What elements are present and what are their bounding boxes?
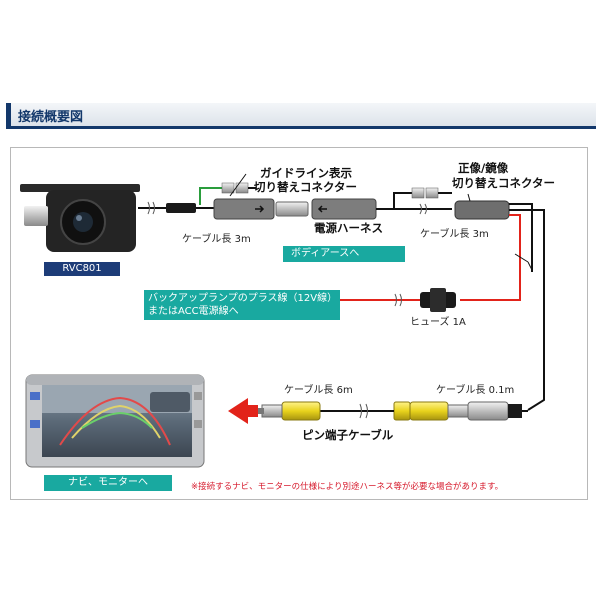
cable-length-6m-label: ケーブル長 6m xyxy=(284,385,353,396)
guide-line-red xyxy=(59,396,171,446)
cable-sleeve xyxy=(166,203,196,213)
backup-lamp-label: バックアップランプのプラス線（12V線） またはACC電源線へ xyxy=(144,290,340,320)
camera-unit xyxy=(20,184,140,252)
video-wire xyxy=(509,209,545,411)
camera-lens xyxy=(73,212,93,232)
camera-side-connector xyxy=(213,198,309,220)
backup-lamp-text-2: またはACC電源線へ xyxy=(148,306,239,317)
ground-wire xyxy=(509,203,533,270)
rca-plug-right xyxy=(409,401,449,421)
rca-plug-right-tip xyxy=(447,404,469,418)
screen-parked-car xyxy=(150,392,190,412)
mirror-connector-a xyxy=(411,187,425,199)
guide-line-yellow xyxy=(71,404,161,439)
mirror-switch-wire xyxy=(393,192,412,209)
mirror-connector-label-1: 正像/鏡像 xyxy=(458,161,509,175)
monitor-button-4 xyxy=(194,420,202,428)
pin-cable-label: ピン端子ケーブル xyxy=(302,428,394,442)
navi-monitor-text: ナビ、モニターへ xyxy=(68,477,148,488)
camera-mount-screw xyxy=(24,206,48,226)
navi-monitor-label: ナビ、モニターへ xyxy=(44,475,172,491)
power-harness-connector xyxy=(311,198,394,220)
connector-arrow-icon-2 xyxy=(317,205,327,213)
ground-leader xyxy=(514,253,529,263)
rca-cable-assembly xyxy=(256,401,528,421)
backup-lamp-text-1: バックアップランプのプラス線（12V線） xyxy=(148,293,338,304)
rca-plug-right-neck xyxy=(393,401,411,421)
header-accent-bar xyxy=(6,103,11,126)
direction-arrow-icon xyxy=(228,398,258,424)
leader-guide xyxy=(229,173,247,197)
leader-ground xyxy=(527,261,533,271)
camera-model-badge: RVC801 xyxy=(44,262,120,276)
power-wire xyxy=(460,214,521,301)
cable-length-camera-label: ケーブル長 3m xyxy=(182,234,251,245)
section-title: 接続概要図 xyxy=(18,110,84,125)
cable-break-mark-2 xyxy=(419,203,427,215)
cable-break-mark-3 xyxy=(394,293,402,307)
lens-glint xyxy=(76,215,82,221)
section-header: 接続概要図 xyxy=(6,103,596,129)
compatibility-note: ※接続するナビ、モニターの仕様により別途ハーネス等が必要な場合があります。 xyxy=(191,482,504,492)
monitor-button-3 xyxy=(194,392,202,400)
power-harness-label: 電源ハーネス xyxy=(314,221,383,235)
guide-line-green xyxy=(81,411,153,429)
rca-pin xyxy=(256,408,264,414)
rca-female-boot xyxy=(508,404,522,418)
cable-length-01m-label: ケーブル長 0.1m xyxy=(436,385,515,396)
junction-box xyxy=(454,200,510,220)
monitor-button-2 xyxy=(30,420,40,428)
navi-monitor xyxy=(25,374,205,468)
mirror-connector-label-2: 切り替えコネクター xyxy=(452,176,556,190)
cable-break-mark-4 xyxy=(359,403,368,419)
cable-break-mark xyxy=(147,201,155,215)
rca-plug-left-tip xyxy=(261,404,283,418)
rca-plug-left xyxy=(281,401,321,421)
camera-model-label: RVC801 xyxy=(62,263,102,274)
monitor-button-1 xyxy=(30,392,40,400)
rca-female-connector xyxy=(467,401,509,421)
cable-length-harness-label: ケーブル長 3m xyxy=(420,229,489,240)
fuse xyxy=(420,288,456,312)
leader-mirror xyxy=(467,193,471,202)
monitor-top-trim xyxy=(26,375,204,385)
guide-line-connector-label-2: 切り替えコネクター xyxy=(254,180,358,194)
fuse-label: ヒューズ 1A xyxy=(410,317,466,328)
guide-line-connector-a xyxy=(221,182,235,194)
connector-arrow-icon xyxy=(255,205,265,213)
body-ground-text: ボディアースへ xyxy=(291,248,360,259)
body-ground-label: ボディアースへ xyxy=(283,246,405,262)
guide-line-wire xyxy=(199,187,222,205)
guide-line-connector-label-1: ガイドライン表示 xyxy=(260,166,352,180)
mirror-connector-b xyxy=(425,187,439,199)
